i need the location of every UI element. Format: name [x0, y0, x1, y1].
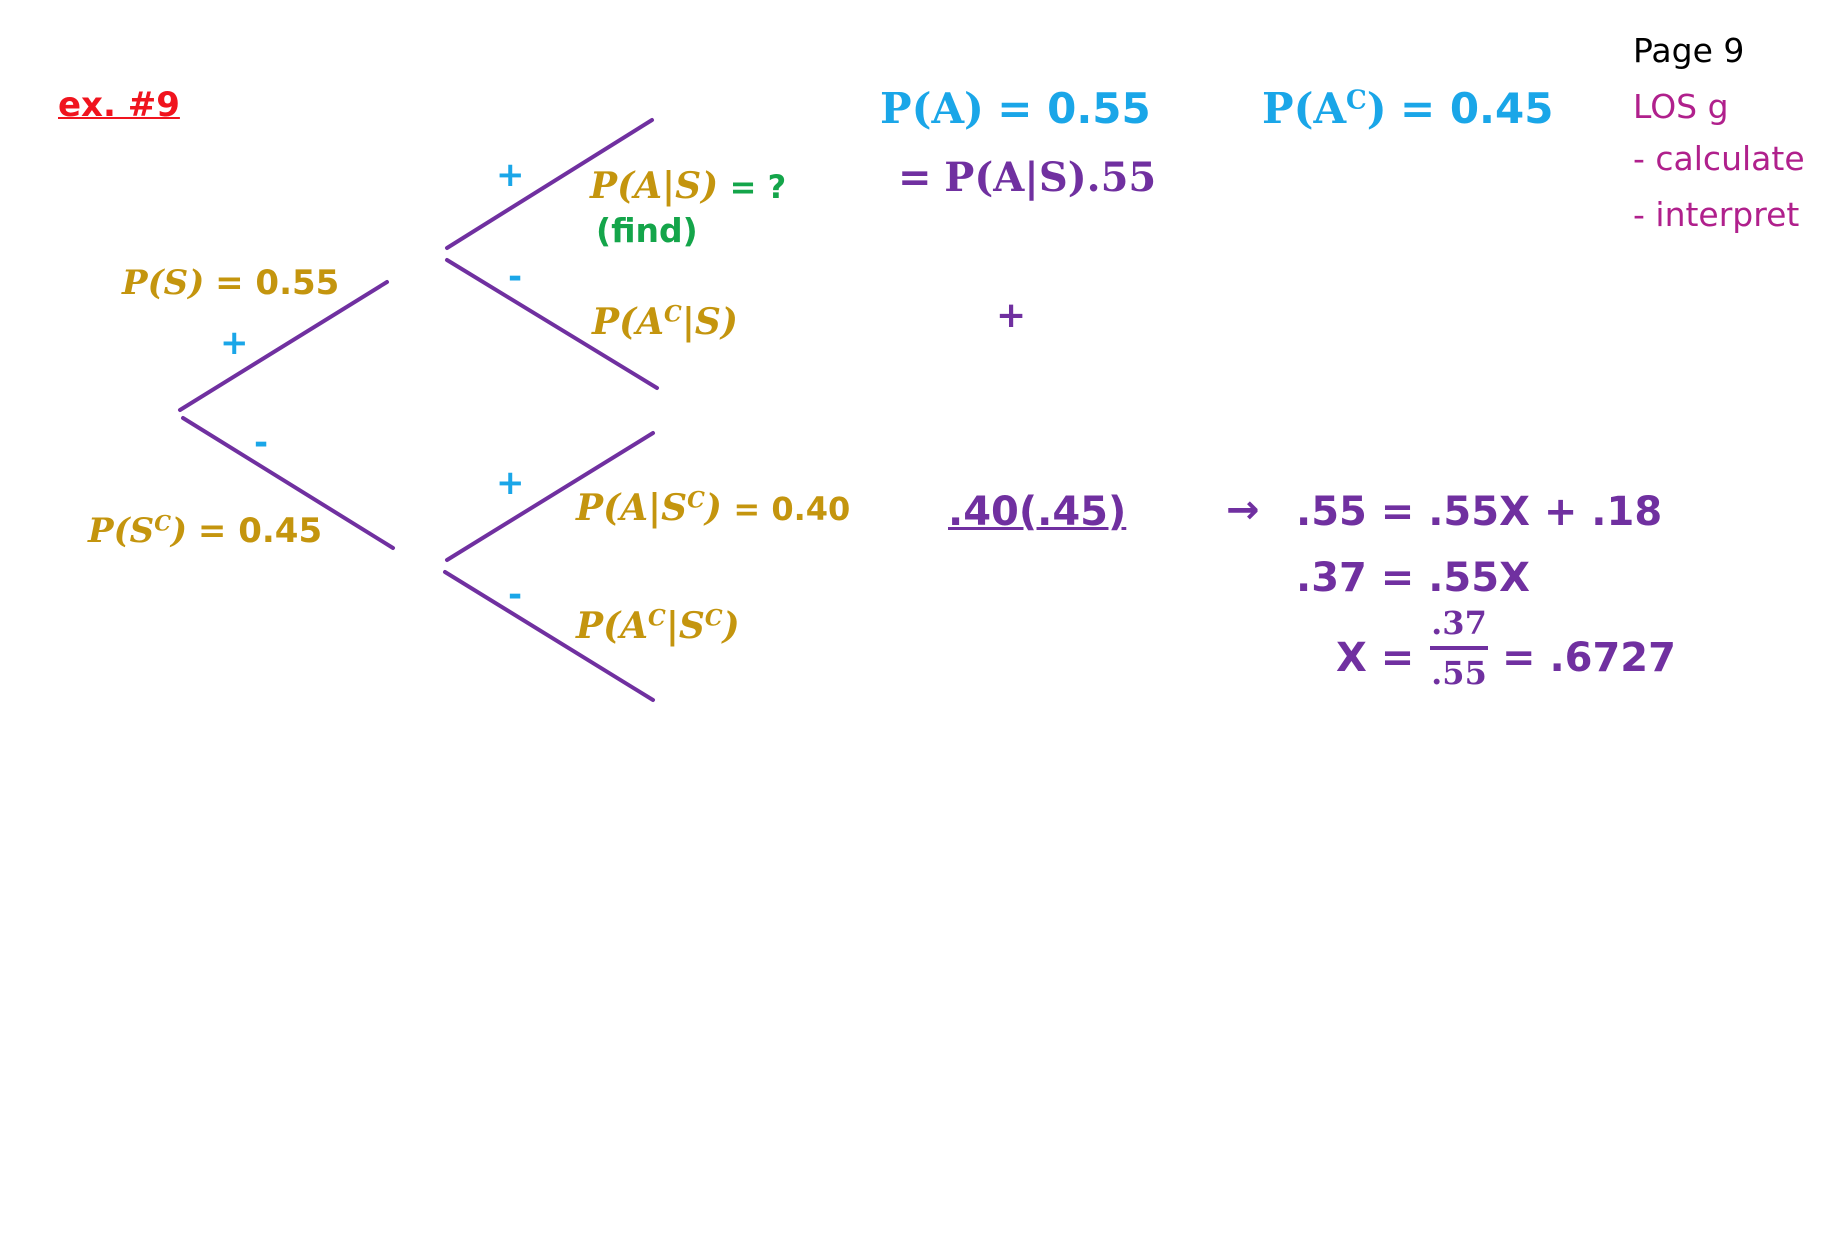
find-note: (find)	[596, 211, 698, 250]
branch-upper-plus	[445, 118, 654, 250]
p-ac-given-sc-sup: C	[648, 605, 666, 632]
p-sc-close: )	[171, 511, 188, 551]
los-label: LOS g	[1633, 87, 1729, 126]
branch-upper-minus	[445, 258, 659, 390]
p-sc-sup: C	[154, 510, 171, 536]
work-line1: = P(A|S).55	[898, 155, 1156, 201]
p-ac-given-sc-base: P(A	[576, 605, 649, 647]
work-line1-expr: P(A|S).55	[944, 154, 1157, 201]
label-p-a-given-sc: P(A|SC) = 0.40	[576, 490, 850, 527]
page-number: Page 9	[1633, 31, 1745, 70]
branch-lower-minus	[443, 570, 655, 702]
header-pa: P(A) = 0.55	[880, 88, 1151, 130]
p-s-expr: P(S)	[122, 263, 205, 303]
sign-upper-plus: +	[496, 155, 525, 195]
p-ac-given-s-sup: C	[664, 301, 682, 328]
p-sc-value: = 0.45	[197, 511, 323, 551]
p-a-given-sc-sup: C	[687, 487, 705, 514]
p-a-given-s-value: = ?	[729, 168, 787, 206]
equation-2: .37 = .55X	[1296, 555, 1530, 601]
p-ac-given-s-base: P(A	[592, 301, 665, 343]
work-plus: +	[996, 295, 1027, 336]
header-pac: P(AC) = 0.45	[1262, 88, 1553, 130]
p-a-given-sc-value: = 0.40	[733, 490, 851, 528]
p-a-given-s-expr: P(A|S)	[590, 165, 719, 207]
work-line2: .40(.45)	[948, 489, 1127, 535]
header-pac-value: = 0.45	[1400, 84, 1554, 133]
equation-3-lhs: X =	[1336, 635, 1415, 681]
sign-lower-minus: -	[508, 575, 523, 615]
header-pac-sup: C	[1346, 85, 1367, 116]
fraction-numerator: .37	[1430, 604, 1488, 650]
header-pa-value: = 0.55	[997, 84, 1151, 133]
label-p-sc: P(SC) = 0.45	[88, 511, 323, 551]
p-a-given-sc-close: )	[704, 487, 722, 529]
equation-1: .55 = .55X + .18	[1296, 489, 1663, 535]
example-label: ex. #9	[58, 85, 180, 125]
sign-root-lower: -	[254, 423, 269, 463]
sign-root-upper: +	[220, 323, 249, 363]
arrow-icon: →	[1226, 487, 1260, 533]
branch-lower-plus	[445, 431, 655, 562]
header-pa-label: P(A)	[880, 84, 984, 133]
equation-3-rhs: = .6727	[1502, 635, 1676, 681]
fraction-denominator: .55	[1431, 654, 1487, 692]
header-pac-base: P(A	[1262, 84, 1347, 133]
branch-root-lower	[181, 416, 395, 550]
los-item-calculate: - calculate	[1633, 139, 1805, 178]
los-item-interpret: - interpret	[1633, 195, 1800, 234]
label-p-a-given-s: P(A|S) = ?	[590, 168, 786, 205]
p-sc-base: P(S	[88, 511, 155, 551]
branch-root-upper	[178, 280, 389, 412]
label-p-ac-given-s: P(AC|S)	[592, 304, 738, 341]
p-ac-given-sc-close: )	[722, 605, 740, 647]
p-ac-given-sc-mid: |S	[665, 605, 705, 647]
p-s-value: = 0.55	[215, 263, 340, 303]
sign-lower-plus: +	[496, 463, 525, 503]
label-p-ac-given-sc: P(AC|SC)	[576, 608, 740, 645]
sign-upper-minus: -	[508, 257, 523, 297]
p-ac-given-sc-sup2: C	[704, 605, 723, 632]
header-pac-close: )	[1366, 84, 1387, 133]
fraction: .37 .55	[1430, 604, 1488, 692]
work-line1-eq: =	[898, 155, 932, 201]
p-a-given-sc-base: P(A|S	[576, 487, 688, 529]
p-ac-given-s-mid: |S)	[681, 301, 738, 343]
label-p-s: P(S) = 0.55	[122, 266, 339, 300]
